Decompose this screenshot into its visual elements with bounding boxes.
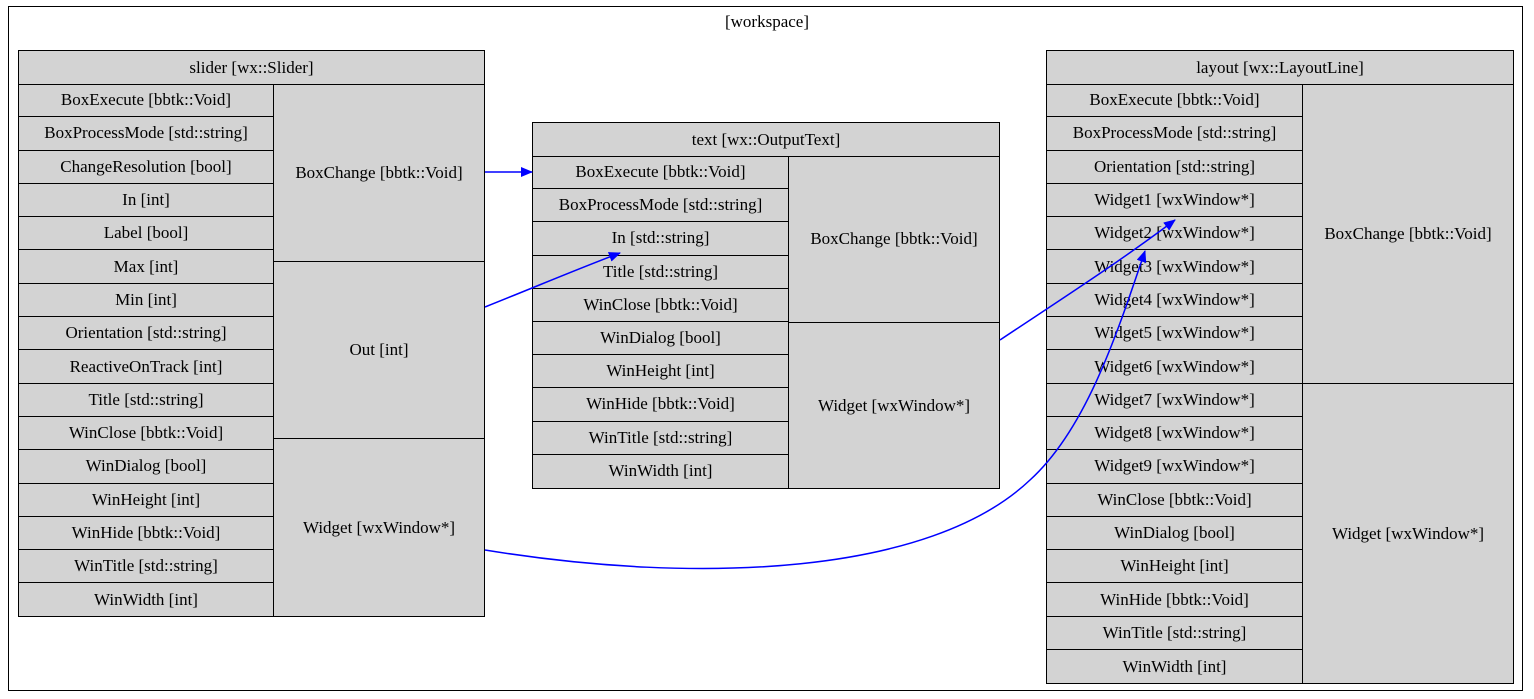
port-layout-out-1[interactable]: Widget [wxWindow*] — [1331, 523, 1485, 543]
port-layout-in-14[interactable]: WinHeight [int] — [1047, 550, 1302, 584]
port-layout-in-0[interactable]: BoxExecute [bbtk::Void] — [1047, 84, 1302, 118]
port-text-out-1[interactable]: Widget [wxWindow*] — [817, 395, 971, 415]
port-layout-in-11[interactable]: Widget9 [wxWindow*] — [1047, 450, 1302, 484]
node-layout-title: layout [wx::LayoutLine] — [1047, 51, 1513, 85]
node-text[interactable]: text [wx::OutputText] BoxExecute [bbtk::… — [532, 122, 1000, 489]
port-layout-in-1[interactable]: BoxProcessMode [std::string] — [1047, 117, 1302, 151]
port-text-in-3[interactable]: Title [std::string] — [533, 256, 788, 289]
port-slider-in-14[interactable]: WinTitle [std::string] — [19, 550, 273, 584]
port-layout-in-9[interactable]: Widget7 [wxWindow*] — [1047, 384, 1302, 417]
port-slider-in-6[interactable]: Min [int] — [19, 284, 273, 318]
workspace-frame — [8, 6, 1523, 691]
node-text-title: text [wx::OutputText] — [533, 123, 999, 157]
port-layout-in-13[interactable]: WinDialog [bool] — [1047, 517, 1302, 551]
port-text-in-6[interactable]: WinHeight [int] — [533, 355, 788, 389]
port-slider-in-15[interactable]: WinWidth [int] — [94, 590, 198, 610]
port-text-out-0[interactable]: BoxChange [bbtk::Void] — [789, 156, 999, 323]
node-slider[interactable]: slider [wx::Slider] BoxExecute [bbtk::Vo… — [18, 50, 485, 617]
port-text-in-9[interactable]: WinWidth [int] — [608, 461, 713, 481]
port-layout-in-16[interactable]: WinTitle [std::string] — [1047, 617, 1302, 651]
port-slider-in-1[interactable]: BoxProcessMode [std::string] — [19, 117, 273, 151]
port-slider-in-8[interactable]: ReactiveOnTrack [int] — [19, 350, 273, 384]
port-slider-in-10[interactable]: WinClose [bbtk::Void] — [19, 417, 273, 451]
port-layout-in-3[interactable]: Widget1 [wxWindow*] — [1047, 184, 1302, 218]
port-slider-in-7[interactable]: Orientation [std::string] — [19, 317, 273, 351]
port-slider-in-0[interactable]: BoxExecute [bbtk::Void] — [19, 84, 273, 118]
port-slider-in-3[interactable]: In [int] — [19, 184, 273, 218]
port-slider-in-2[interactable]: ChangeResolution [bool] — [19, 151, 273, 184]
port-text-in-1[interactable]: BoxProcessMode [std::string] — [533, 189, 788, 223]
port-slider-in-4[interactable]: Label [bool] — [19, 217, 273, 251]
port-slider-out-2[interactable]: Widget [wxWindow*] — [302, 517, 456, 537]
port-layout-in-7[interactable]: Widget5 [wxWindow*] — [1047, 317, 1302, 351]
node-layout-inputs: BoxExecute [bbtk::Void] BoxProcessMode [… — [1047, 84, 1302, 683]
port-layout-in-12[interactable]: WinClose [bbtk::Void] — [1047, 484, 1302, 517]
port-text-in-4[interactable]: WinClose [bbtk::Void] — [533, 289, 788, 322]
workspace-label: [workspace] — [724, 12, 809, 31]
port-layout-in-5[interactable]: Widget3 [wxWindow*] — [1047, 250, 1302, 284]
node-slider-inputs: BoxExecute [bbtk::Void] BoxProcessMode [… — [19, 84, 273, 616]
port-layout-in-8[interactable]: Widget6 [wxWindow*] — [1047, 350, 1302, 384]
port-layout-in-6[interactable]: Widget4 [wxWindow*] — [1047, 284, 1302, 318]
node-slider-outputs: BoxChange [bbtk::Void] Out [int] Widget … — [273, 84, 484, 616]
port-layout-in-15[interactable]: WinHide [bbtk::Void] — [1047, 583, 1302, 617]
port-layout-in-2[interactable]: Orientation [std::string] — [1047, 151, 1302, 184]
port-slider-out-0[interactable]: BoxChange [bbtk::Void] — [274, 84, 484, 262]
port-text-in-8[interactable]: WinTitle [std::string] — [533, 422, 788, 455]
port-slider-in-5[interactable]: Max [int] — [19, 250, 273, 284]
node-layout-outputs: BoxChange [bbtk::Void] Widget [wxWindow*… — [1302, 84, 1513, 683]
port-slider-in-9[interactable]: Title [std::string] — [19, 384, 273, 417]
port-text-in-5[interactable]: WinDialog [bool] — [533, 322, 788, 356]
node-slider-title: slider [wx::Slider] — [19, 51, 484, 85]
port-slider-in-13[interactable]: WinHide [bbtk::Void] — [19, 517, 273, 551]
port-layout-out-0[interactable]: BoxChange [bbtk::Void] — [1303, 84, 1513, 384]
port-text-in-2[interactable]: In [std::string] — [533, 222, 788, 256]
node-text-outputs: BoxChange [bbtk::Void] Widget [wxWindow*… — [788, 156, 999, 488]
port-layout-in-4[interactable]: Widget2 [wxWindow*] — [1047, 217, 1302, 251]
node-text-inputs: BoxExecute [bbtk::Void] BoxProcessMode [… — [533, 156, 788, 488]
port-text-in-0[interactable]: BoxExecute [bbtk::Void] — [533, 156, 788, 190]
port-slider-out-1[interactable]: Out [int] — [274, 262, 484, 439]
node-layout[interactable]: layout [wx::LayoutLine] BoxExecute [bbtk… — [1046, 50, 1514, 684]
port-layout-in-17[interactable]: WinWidth [int] — [1122, 656, 1227, 676]
port-text-in-7[interactable]: WinHide [bbtk::Void] — [533, 388, 788, 422]
port-layout-in-10[interactable]: Widget8 [wxWindow*] — [1047, 417, 1302, 451]
port-slider-in-11[interactable]: WinDialog [bool] — [19, 450, 273, 484]
port-slider-in-12[interactable]: WinHeight [int] — [19, 484, 273, 517]
